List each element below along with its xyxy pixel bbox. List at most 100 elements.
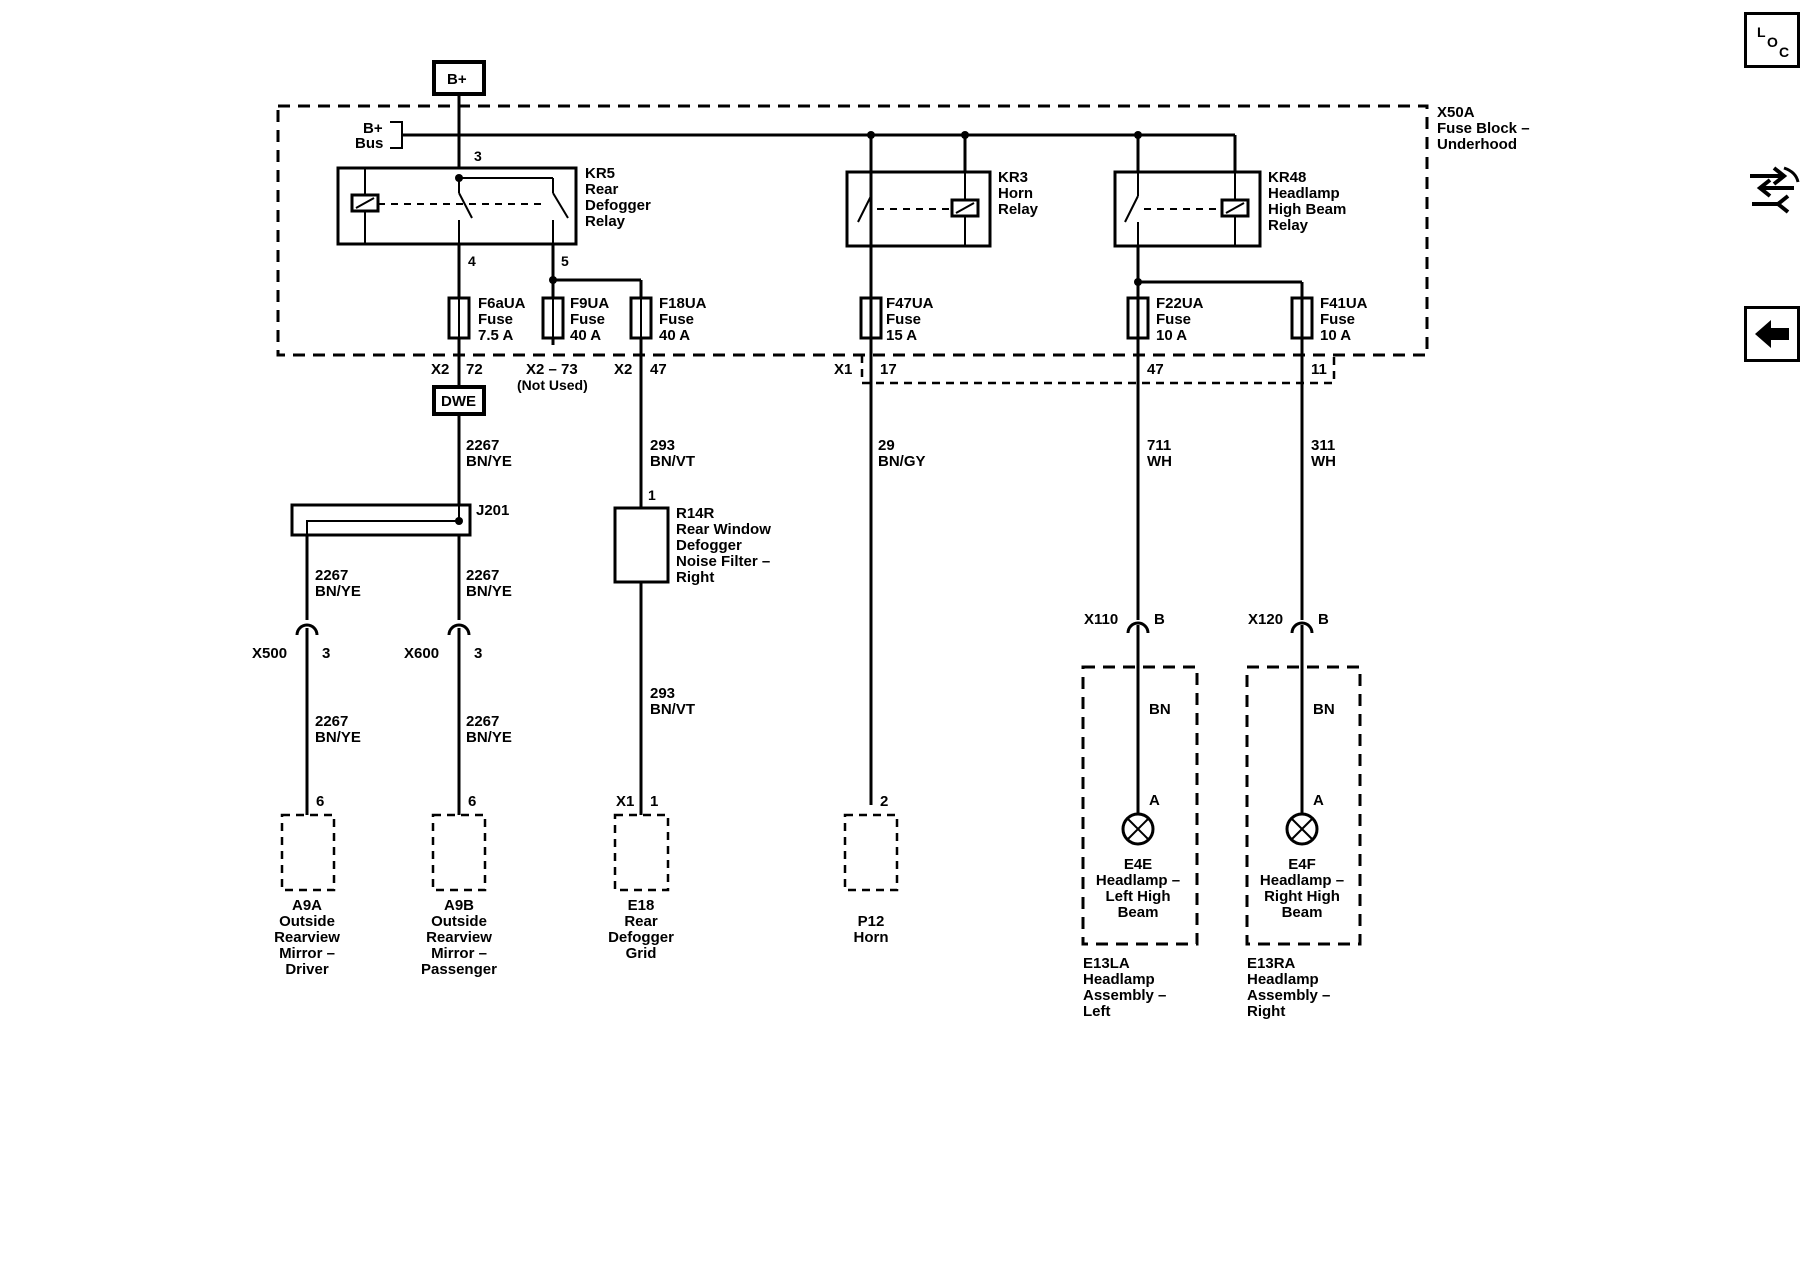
kr3-line2: Relay (998, 201, 1039, 218)
p12-line1: Horn (854, 929, 889, 946)
f6-conn: X2 (431, 361, 449, 378)
kr48-coil-mark (1225, 202, 1245, 214)
kr48-name: KR48 (1268, 169, 1306, 186)
e13la-line1: Headlamp (1083, 971, 1155, 988)
a9a-pin: 6 (316, 793, 324, 810)
kr3-line1: Horn (998, 185, 1033, 202)
a9a-line3: Mirror – (279, 945, 335, 962)
a9b-line2: Rearview (426, 929, 492, 946)
p12-pin: 2 (880, 793, 888, 810)
kr3-bus-junction-2 (961, 131, 969, 139)
f22-rating: 10 A (1156, 327, 1187, 344)
e4f-lamp (1285, 812, 1319, 846)
x500-name: X500 (252, 645, 287, 662)
e4f-line3: Beam (1282, 904, 1323, 921)
f22-name: F22UA (1156, 295, 1204, 312)
f18-pin: 47 (650, 361, 667, 378)
f9-conn: X2 – 73 (526, 361, 578, 378)
f41-type: Fuse (1320, 311, 1355, 328)
w2267l-circuit: 2267 (315, 567, 348, 584)
e13la-name: E13LA (1083, 955, 1130, 972)
w2267l2-color: BN/YE (315, 729, 361, 746)
f22-pin: 47 (1147, 361, 1164, 378)
x500-pin: 3 (322, 645, 330, 662)
bn-left-color: BN (1149, 701, 1171, 718)
f6-rating: 7.5 A (478, 327, 513, 344)
x110-name: X110 (1084, 611, 1118, 628)
a9b-pin: 6 (468, 793, 476, 810)
filter-line3: Noise Filter – (676, 553, 770, 570)
fuse-f9 (541, 296, 565, 340)
fuse-block-outline (276, 104, 1429, 357)
kr5-line1: Rear (585, 181, 619, 198)
w2267r-circuit: 2267 (466, 567, 499, 584)
e13ra-name: E13RA (1247, 955, 1296, 972)
connector-wrench-button[interactable] (1744, 158, 1800, 218)
e18-pin: 1 (650, 793, 658, 810)
bus-label: B+ (363, 120, 383, 137)
e4f-name: E4F (1288, 856, 1316, 873)
e4e-name: E4E (1124, 856, 1152, 873)
back-button[interactable] (1744, 306, 1800, 362)
j201-label: J201 (476, 502, 509, 519)
r14r-filter (613, 506, 670, 584)
f47-conn: X1 (834, 361, 852, 378)
filter-line4: Right (676, 569, 714, 586)
f47-name: F47UA (886, 295, 934, 312)
kr5-line3: Relay (585, 213, 626, 230)
f18-type: Fuse (659, 311, 694, 328)
kr5-coil-mark (355, 197, 375, 209)
w311-color: WH (1311, 453, 1336, 470)
f41-rating: 10 A (1320, 327, 1351, 344)
w2267r2-circuit: 2267 (466, 713, 499, 730)
w29-color: BN/GY (878, 453, 926, 470)
a9a-line4: Driver (285, 961, 329, 978)
kr5-switch-2 (552, 192, 569, 219)
e4f-line2: Right High (1264, 888, 1340, 905)
a9b-line4: Passenger (421, 961, 497, 978)
e18-line3: Grid (626, 945, 657, 962)
loc-c: C (1779, 44, 1789, 60)
kr48-switch (1124, 195, 1139, 223)
e13ra-assembly (1245, 665, 1362, 946)
filter-name: R14R (676, 505, 715, 522)
filter-line2: Defogger (676, 537, 742, 554)
e18-line2: Defogger (608, 929, 674, 946)
w2267r-color: BN/YE (466, 583, 512, 600)
location-view-button[interactable]: L O C (1744, 12, 1800, 68)
f47-pin: 17 (880, 361, 897, 378)
a9b-name: A9B (444, 897, 474, 914)
f9-type: Fuse (570, 311, 605, 328)
f9-name: F9UA (570, 295, 609, 312)
f9-note: (Not Used) (517, 377, 588, 393)
kr3-name: KR3 (998, 169, 1028, 186)
a9b-line1: Outside (431, 913, 487, 930)
x600-name: X600 (404, 645, 439, 662)
e4f-pin: A (1313, 792, 1324, 809)
supply-box (432, 60, 486, 96)
kr5-pin-3: 3 (474, 148, 482, 164)
kr5-switch-1 (458, 192, 473, 219)
e4e-line2: Left High (1106, 888, 1171, 905)
bn-right-color: BN (1313, 701, 1335, 718)
x600-pin: 3 (474, 645, 482, 662)
f6-name: F6aUA (478, 295, 526, 312)
a9a-line2: Rearview (274, 929, 340, 946)
dwe-label: DWE (441, 393, 476, 410)
f18-rating: 40 A (659, 327, 690, 344)
x600-connector (447, 623, 471, 636)
w293a-circuit: 293 (650, 437, 675, 454)
w2267l-color: BN/YE (315, 583, 361, 600)
f41-name: F41UA (1320, 295, 1368, 312)
connector-wrench-icon (1750, 166, 1800, 214)
x110-connector (1126, 621, 1150, 634)
w2267r2-color: BN/YE (466, 729, 512, 746)
supply-label: B+ (447, 71, 467, 88)
e18-line1: Rear (624, 913, 658, 930)
x120-connector (1290, 621, 1314, 634)
f18-conn: X2 (614, 361, 632, 378)
bus-label-2: Bus (355, 135, 383, 152)
a9a-line1: Outside (279, 913, 335, 930)
w293b-circuit: 293 (650, 685, 675, 702)
